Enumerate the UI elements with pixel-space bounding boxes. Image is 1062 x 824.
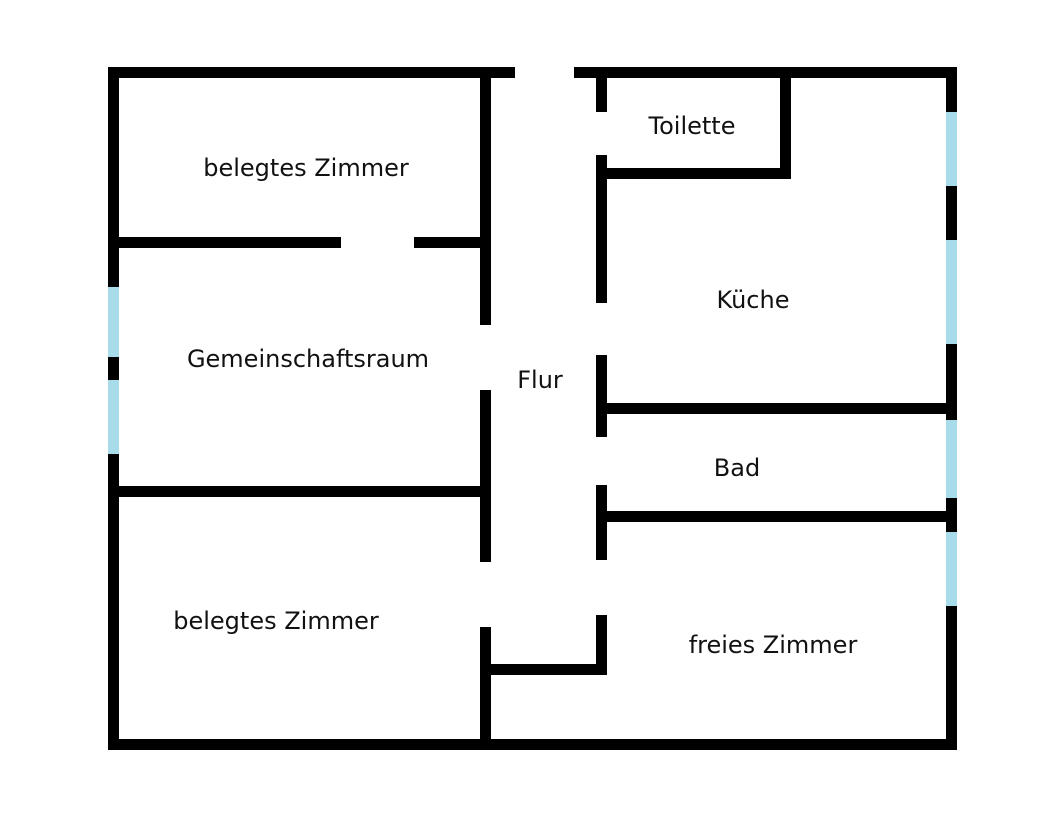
wall-toilet-bottom (596, 168, 791, 179)
window-bathroom (946, 420, 957, 498)
window-left-lower (108, 380, 119, 454)
window-free-room (946, 532, 957, 606)
corridor-wall-left-upper (480, 67, 491, 325)
corridor-wall-right-4 (596, 485, 607, 560)
corridor-wall-left-lower (480, 627, 491, 750)
outer-wall-top-left (108, 67, 515, 78)
label-free-room: freies Zimmer (689, 631, 858, 659)
wall-kitchen-bottom (596, 403, 957, 414)
label-occupied-room-bottom: belegtes Zimmer (173, 607, 379, 635)
label-common-room: Gemeinschaftsraum (187, 345, 429, 373)
window-left-upper (108, 287, 119, 357)
corridor-wall-right-2 (596, 155, 607, 303)
wall-corridor-bottom (480, 664, 607, 675)
label-hallway: Flur (517, 366, 563, 394)
corridor-wall-right-3 (596, 355, 607, 437)
window-kitchen (946, 240, 957, 344)
outer-wall-top-right (574, 67, 957, 78)
wall-bathroom-bottom (596, 511, 957, 522)
label-bathroom: Bad (714, 454, 760, 482)
corridor-wall-right-5 (596, 615, 607, 675)
outer-wall-bottom (108, 739, 957, 750)
corridor-wall-left-middle (480, 390, 491, 562)
label-kitchen: Küche (717, 286, 790, 314)
wall-toilet-side (780, 67, 791, 179)
corridor-wall-right-1 (596, 67, 607, 112)
label-toilet: Toilette (648, 112, 736, 140)
wall-room-top-left-b (414, 237, 491, 248)
wall-common-room-bottom (108, 486, 491, 497)
wall-room-top-left-a (108, 237, 341, 248)
window-toilet (946, 112, 957, 186)
interior-walls (108, 67, 957, 750)
label-occupied-room-top: belegtes Zimmer (203, 154, 409, 182)
windows (108, 112, 957, 606)
room-labels: belegtes Zimmer Gemeinschaftsraum belegt… (173, 112, 857, 659)
